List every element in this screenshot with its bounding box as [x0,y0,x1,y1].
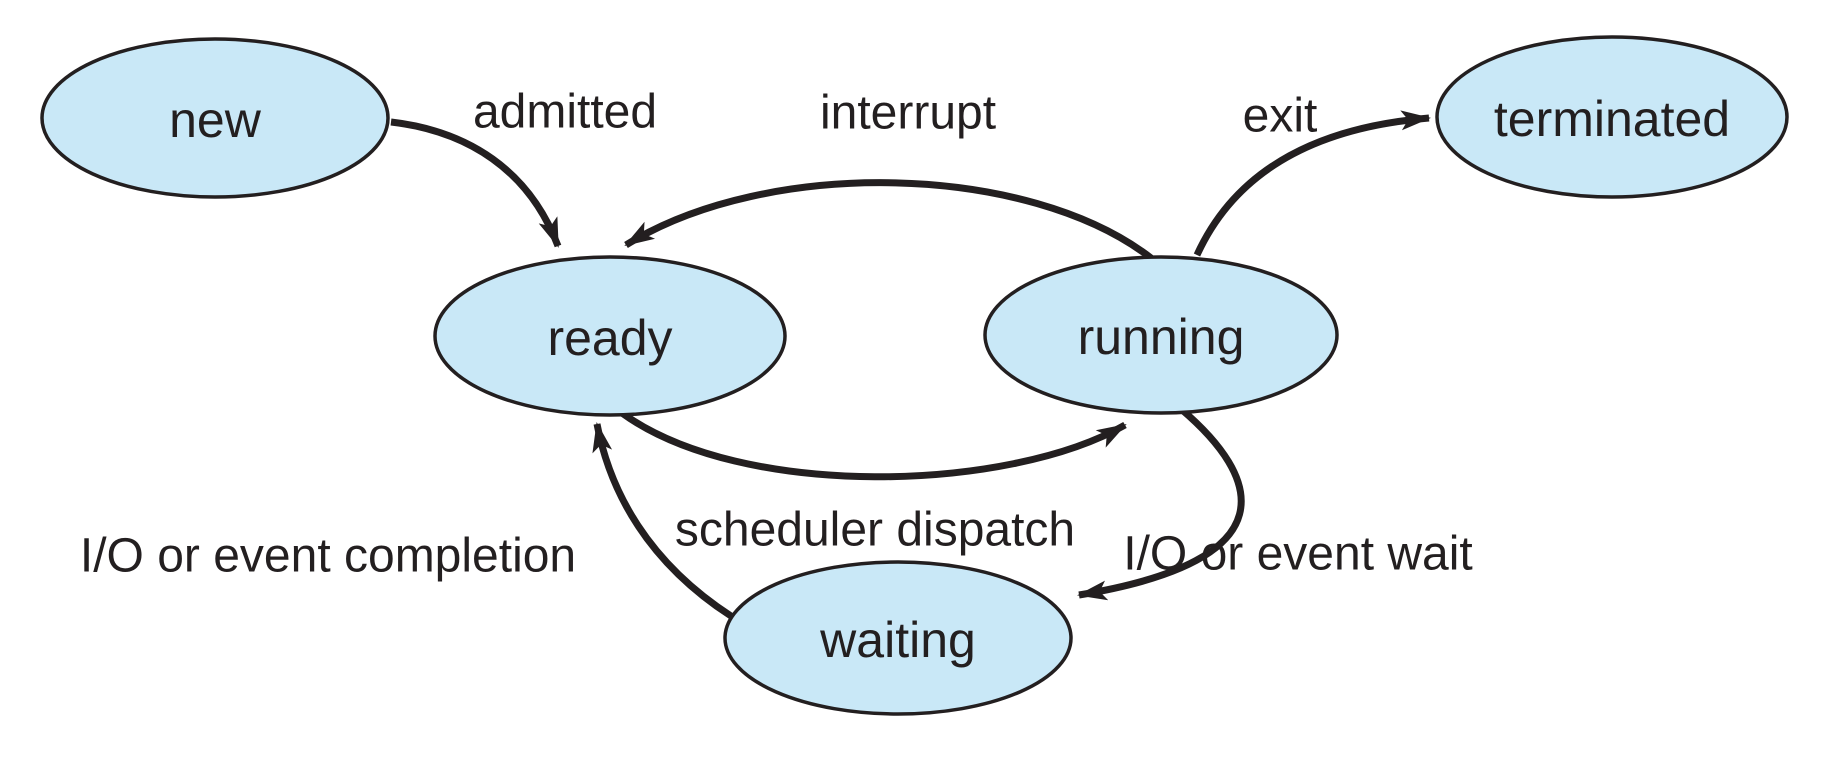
state-terminated: terminated [1435,35,1789,199]
state-waiting: waiting [723,560,1073,716]
transition-exit-arrow [1193,110,1431,257]
state-waiting-label: waiting [819,612,976,668]
transition-io-event-completion-label: I/O or event completion [80,530,576,583]
transition-io-event-completion-arrow [592,422,733,619]
state-ready-ellipse [433,255,787,417]
state-terminated-ellipse [1435,35,1789,199]
state-waiting-ellipse [723,560,1073,716]
state-ready: ready [433,255,787,417]
transition-scheduler-dispatch-arrow [619,410,1127,481]
state-running: running [983,255,1339,415]
state-new: new [40,37,390,199]
state-new-ellipse [40,37,390,199]
transition-labels-layer: admitted interrupt exit scheduler dispat… [80,86,1473,583]
state-new-label: new [169,92,262,148]
state-ready-label: ready [547,310,672,366]
transition-io-event-wait-label: I/O or event wait [1123,528,1472,581]
states-layer: new ready running waiting terminated [40,35,1789,716]
transition-interrupt-arrow [624,179,1154,261]
transition-interrupt-label: interrupt [820,87,996,140]
state-running-ellipse [983,255,1339,415]
state-running-label: running [1078,309,1245,365]
transition-scheduler-dispatch-label: scheduler dispatch [675,504,1075,557]
transition-io-event-wait-arrow [1077,406,1245,601]
transition-admitted-label: admitted [473,86,657,139]
transitions-layer [390,110,1431,619]
transition-exit-label: exit [1243,90,1318,143]
transition-admitted-arrow [390,118,562,248]
state-terminated-label: terminated [1494,91,1730,147]
